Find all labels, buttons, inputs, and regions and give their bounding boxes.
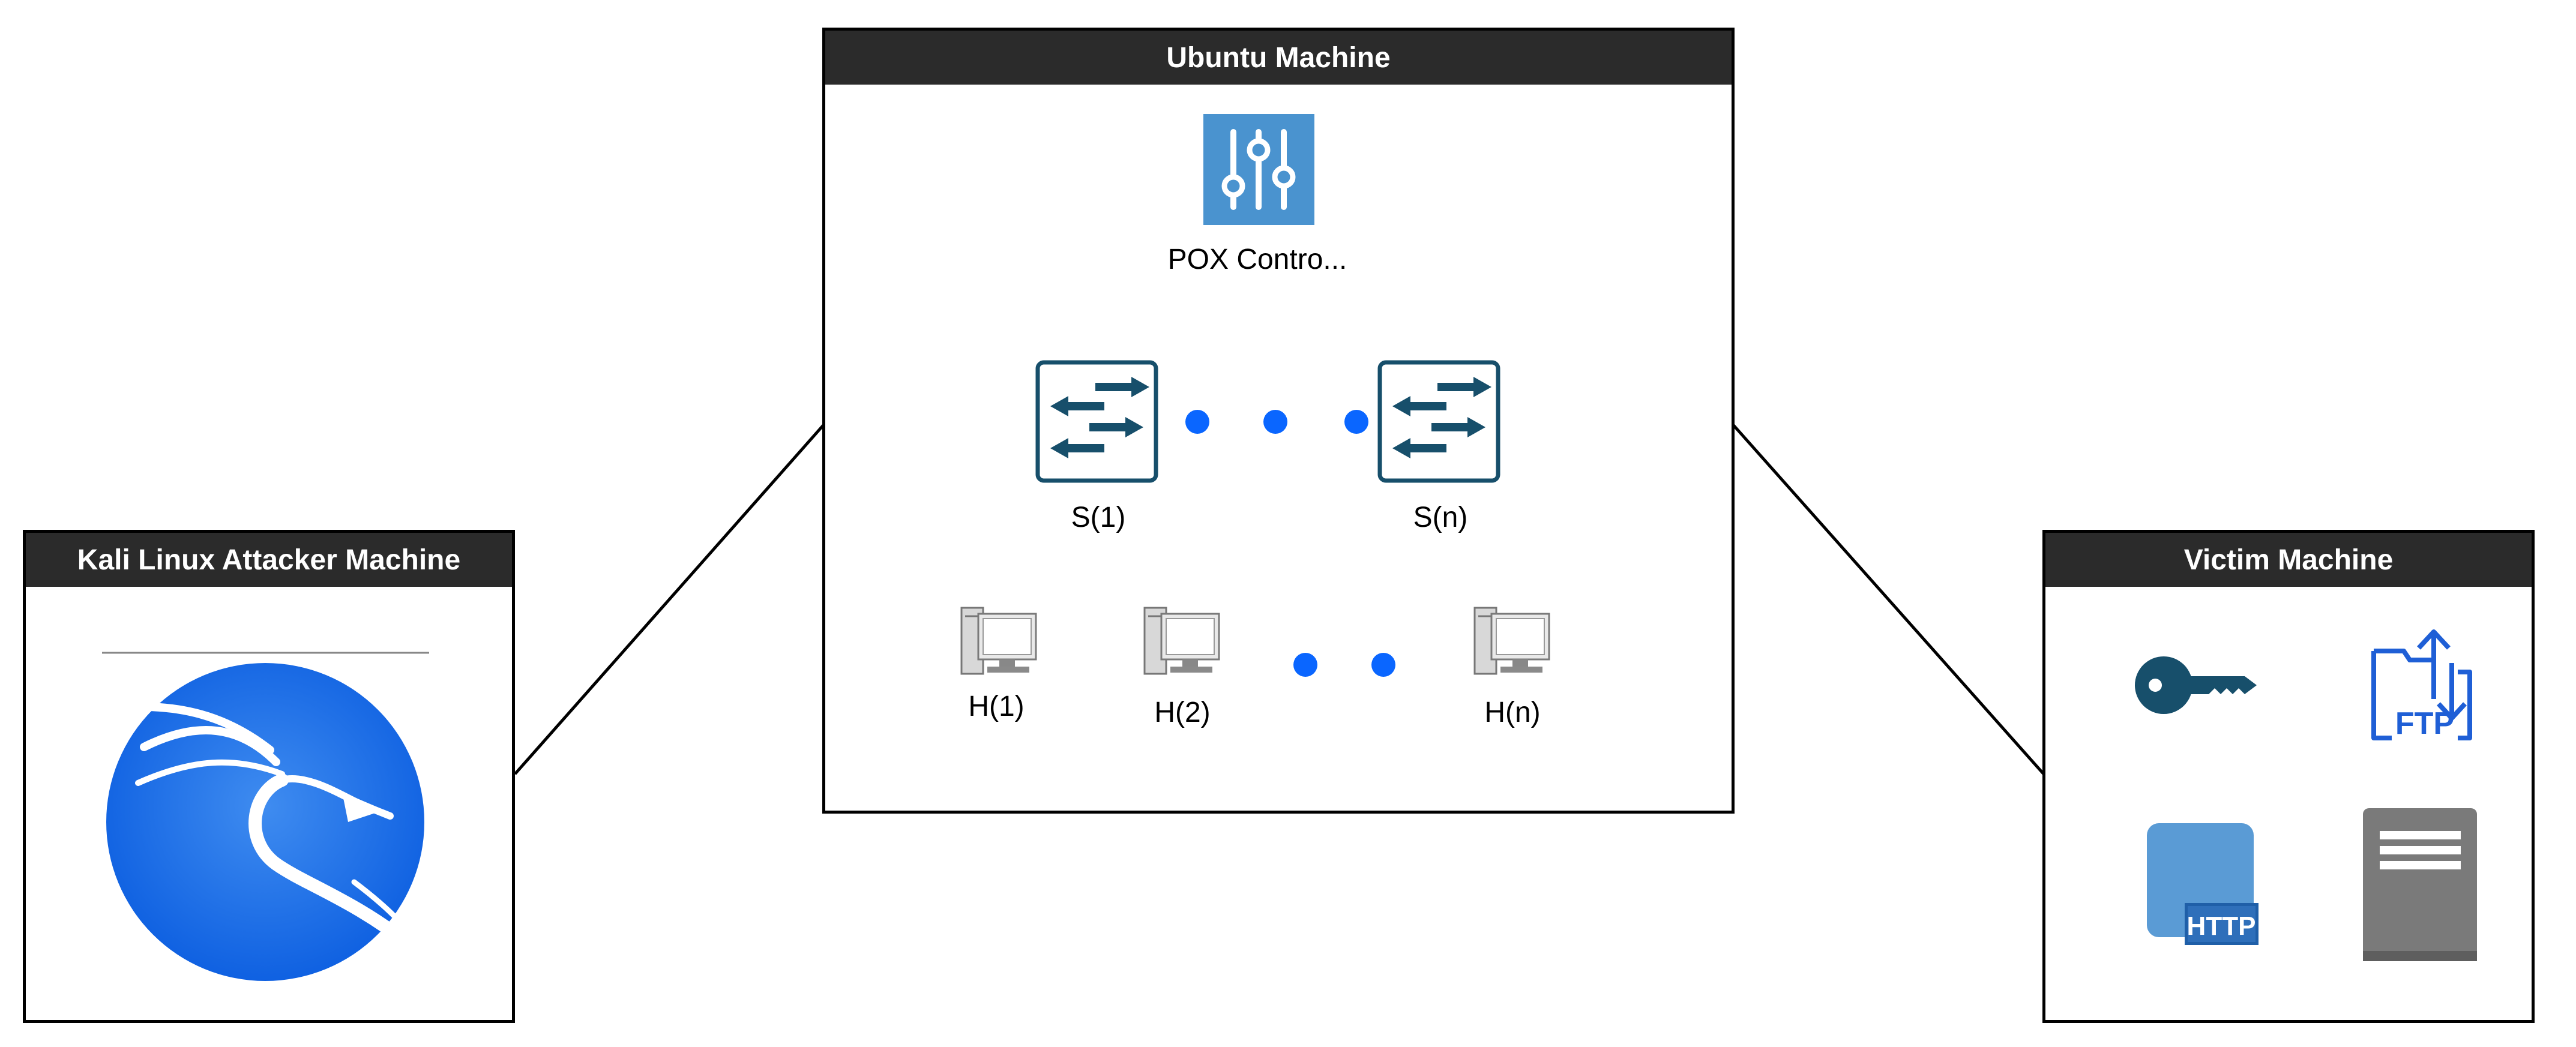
desktop-computer-icon — [1143, 607, 1220, 675]
desktop-computer-icon — [960, 607, 1037, 675]
victim-machine-title: Victim Machine — [2045, 533, 2532, 587]
switch-s1[interactable] — [1035, 360, 1158, 483]
host-h2-label: H(2) — [1154, 697, 1211, 728]
ellipsis-dot — [1185, 410, 1209, 434]
switch-s1-label: S(1) — [1071, 502, 1126, 533]
server-icon — [2363, 808, 2477, 961]
ubuntu-to-victim-line — [1730, 422, 2045, 775]
ftp-service[interactable]: FTP — [2368, 627, 2482, 741]
key-icon — [2135, 656, 2257, 714]
kali-attacker-title: Kali Linux Attacker Machine — [26, 533, 512, 587]
host-hn[interactable] — [1473, 603, 1551, 681]
ellipsis-dot — [1263, 410, 1287, 434]
sliders-icon — [1203, 114, 1314, 225]
http-icon-text: HTTP — [2187, 911, 2256, 941]
host-hn-label: H(n) — [1484, 697, 1541, 728]
host-h2[interactable] — [1143, 603, 1221, 681]
pox-controller-label: POX Contro... — [1167, 244, 1347, 275]
host-h1[interactable] — [960, 603, 1038, 681]
switch-icon — [1035, 360, 1158, 483]
http-server-icon: HTTP — [2147, 823, 2259, 945]
ssh-key-service[interactable] — [2134, 651, 2260, 720]
switch-icon — [1377, 360, 1500, 483]
ellipsis-dot — [1293, 653, 1317, 677]
ellipsis-dot — [1344, 410, 1368, 434]
ellipsis-dot — [1371, 653, 1395, 677]
desktop-computer-icon — [1473, 607, 1550, 675]
http-service[interactable]: HTTP — [2146, 822, 2260, 948]
ftp-icon: FTP — [2371, 629, 2472, 741]
ftp-icon-text: FTP — [2395, 706, 2454, 741]
pox-controller-node[interactable] — [1203, 114, 1314, 225]
kali-dragon-logo — [102, 648, 438, 984]
kali-to-ubuntu-line — [514, 422, 826, 775]
switch-sn[interactable] — [1377, 360, 1500, 483]
file-server-service[interactable] — [2362, 807, 2479, 963]
switch-sn-label: S(n) — [1413, 502, 1468, 533]
host-h1-label: H(1) — [968, 691, 1025, 722]
ubuntu-machine-title: Ubuntu Machine — [825, 31, 1732, 85]
